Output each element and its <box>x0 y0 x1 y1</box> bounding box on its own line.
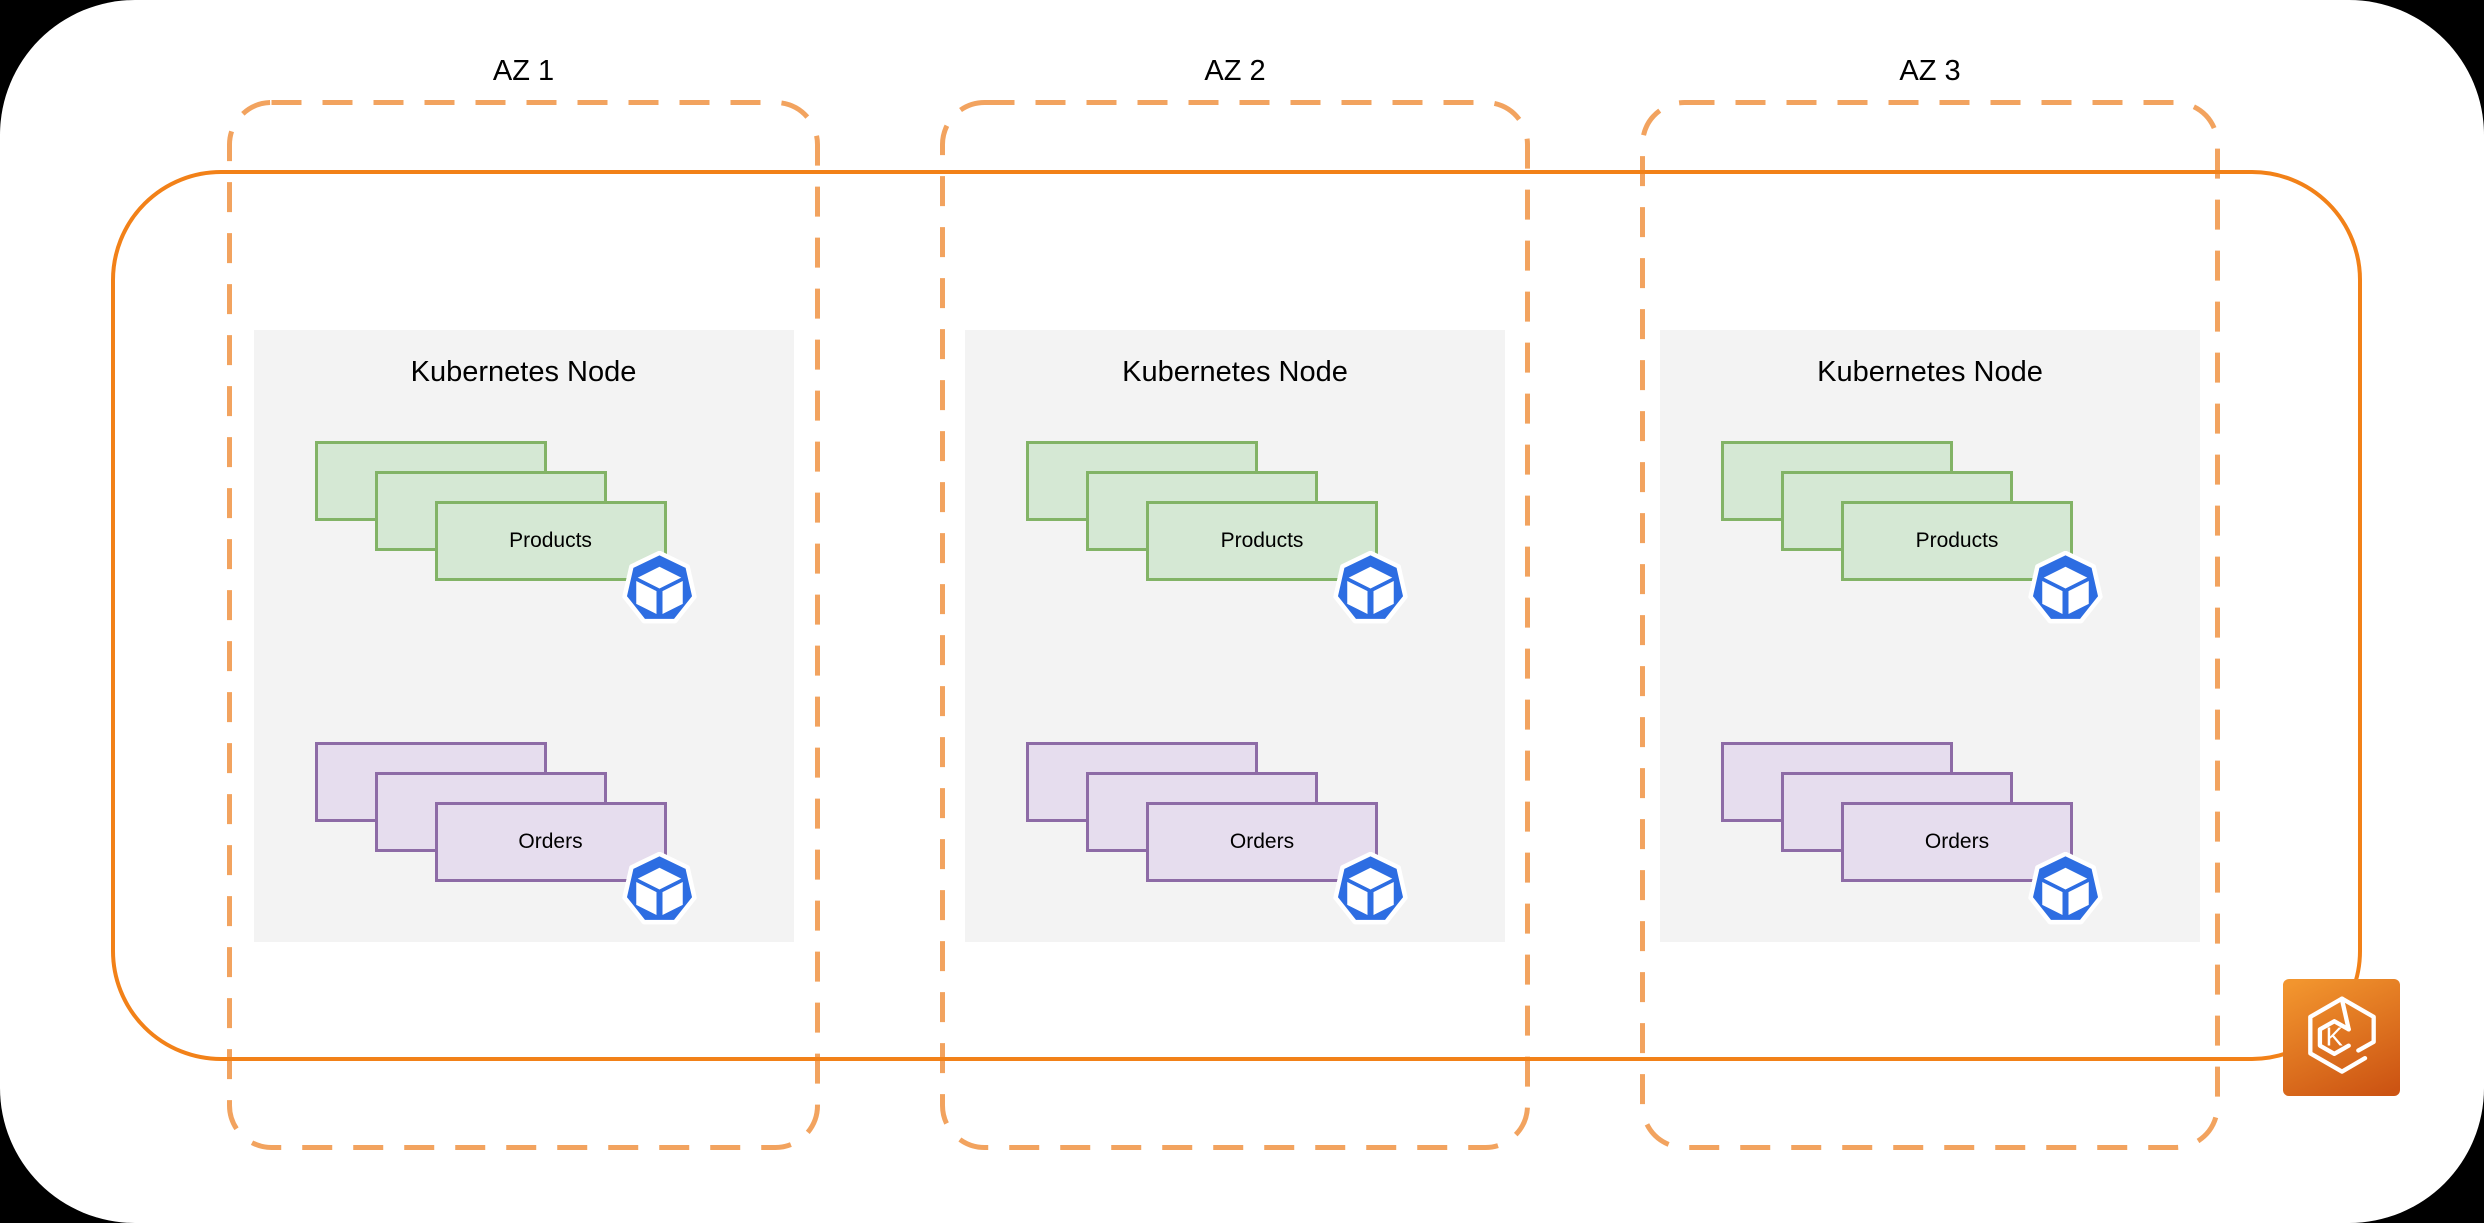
az-dashed-border <box>227 100 820 1150</box>
kubernetes-pod-icon <box>2028 551 2103 624</box>
az-dashed-border <box>1640 100 2220 1150</box>
products-deployment: Products <box>1026 441 1468 626</box>
availability-zone-1: AZ 1 Kubernetes Node Products <box>227 55 820 1150</box>
eks-hexagon-glyph: K <box>2307 995 2376 1074</box>
az-label: AZ 1 <box>492 55 555 87</box>
node-title: Kubernetes Node <box>410 356 637 388</box>
availability-zone-3: AZ 3 Kubernetes Node Products <box>1640 55 2220 1150</box>
orders-deployment: Orders <box>1721 742 2163 927</box>
deployment-label: Orders <box>518 830 583 853</box>
eks-cluster-boundary <box>111 170 2362 1061</box>
deployment-label: Products <box>509 529 592 552</box>
deployment-label: Products <box>1220 529 1304 552</box>
kubernetes-pod-icon <box>2028 852 2103 925</box>
kubernetes-pod-icon <box>1333 551 1408 624</box>
replica-card: Orders <box>1146 802 1378 882</box>
kubernetes-pod-icon <box>621 551 697 624</box>
replica-card: Products <box>1841 501 2073 581</box>
kubernetes-node: Kubernetes Node Products Orders <box>965 330 1505 942</box>
replica-card: Products <box>434 501 667 581</box>
node-title: Kubernetes Node <box>1817 356 2043 388</box>
orders-deployment: Orders <box>1026 742 1468 927</box>
deployment-label: Products <box>1915 529 1999 552</box>
kubernetes-node: Kubernetes Node Products Orders <box>1660 330 2200 942</box>
replica-card: Products <box>1146 501 1378 581</box>
orders-deployment: Orders <box>314 742 757 927</box>
kubernetes-pod-icon <box>1333 852 1408 925</box>
eks-letter: K <box>2325 1023 2342 1051</box>
deployment-label: Orders <box>1229 830 1295 853</box>
kubernetes-node: Kubernetes Node Products Orders <box>253 330 794 942</box>
az-label: AZ 3 <box>1899 55 1961 87</box>
node-title: Kubernetes Node <box>1122 356 1348 388</box>
amazon-eks-icon: K <box>2283 979 2400 1096</box>
replica-card: Orders <box>1841 802 2073 882</box>
kubernetes-pod-icon <box>621 852 697 925</box>
products-deployment: Products <box>1721 441 2163 626</box>
products-deployment: Products <box>314 441 757 626</box>
az-label: AZ 2 <box>1204 55 1266 87</box>
az-dashed-border <box>940 100 1530 1150</box>
availability-zone-2: AZ 2 Kubernetes Node Products <box>940 55 1530 1150</box>
replica-card: Orders <box>434 802 667 882</box>
deployment-label: Orders <box>1924 830 1990 853</box>
